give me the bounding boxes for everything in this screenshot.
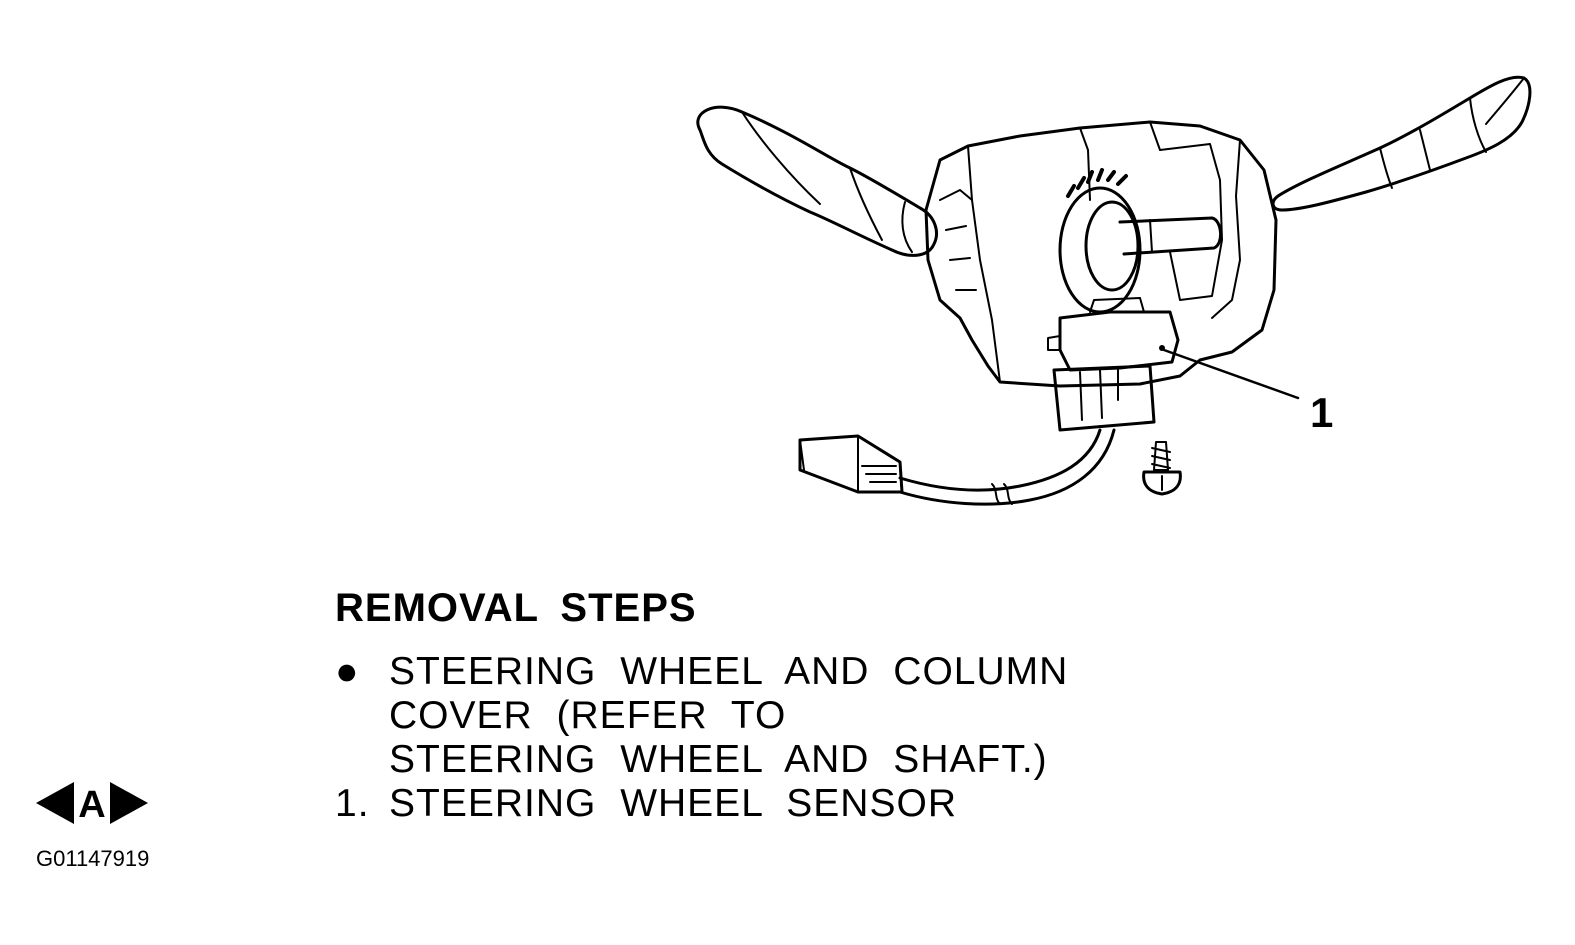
steering-sensor-rotor	[1058, 168, 1222, 314]
mounting-screw	[1142, 441, 1182, 496]
right-stalk	[1271, 75, 1532, 212]
removal-step: 1. STEERING WHEEL SENSOR	[335, 782, 1068, 826]
step-number: 1.	[335, 782, 370, 825]
double-arrow-badge-icon: A	[36, 782, 148, 824]
left-stalk	[696, 105, 938, 257]
callout-number-1: 1	[1310, 389, 1334, 436]
bullet-marker: ●	[335, 650, 360, 693]
badge-letter: A	[78, 784, 105, 824]
removal-steps-heading: REMOVAL STEPS	[335, 586, 697, 630]
removal-steps-list: ● STEERING WHEEL AND COLUMN COVER (REFER…	[335, 650, 1068, 826]
sensor-connector-block	[1052, 364, 1156, 432]
switch-housing	[924, 120, 1278, 388]
figure-code: G01147919	[36, 846, 150, 871]
step-text: STEERING WHEEL AND COLUMN COVER (REFER T…	[389, 650, 1069, 781]
removal-step: ● STEERING WHEEL AND COLUMN COVER (REFER…	[335, 650, 1068, 782]
steering-wheel-sensor	[1047, 297, 1180, 372]
step-text: STEERING WHEEL SENSOR	[389, 782, 957, 825]
harness-cable	[898, 428, 1116, 506]
harness-plug	[798, 434, 904, 494]
callout-leader-line	[1162, 348, 1300, 400]
